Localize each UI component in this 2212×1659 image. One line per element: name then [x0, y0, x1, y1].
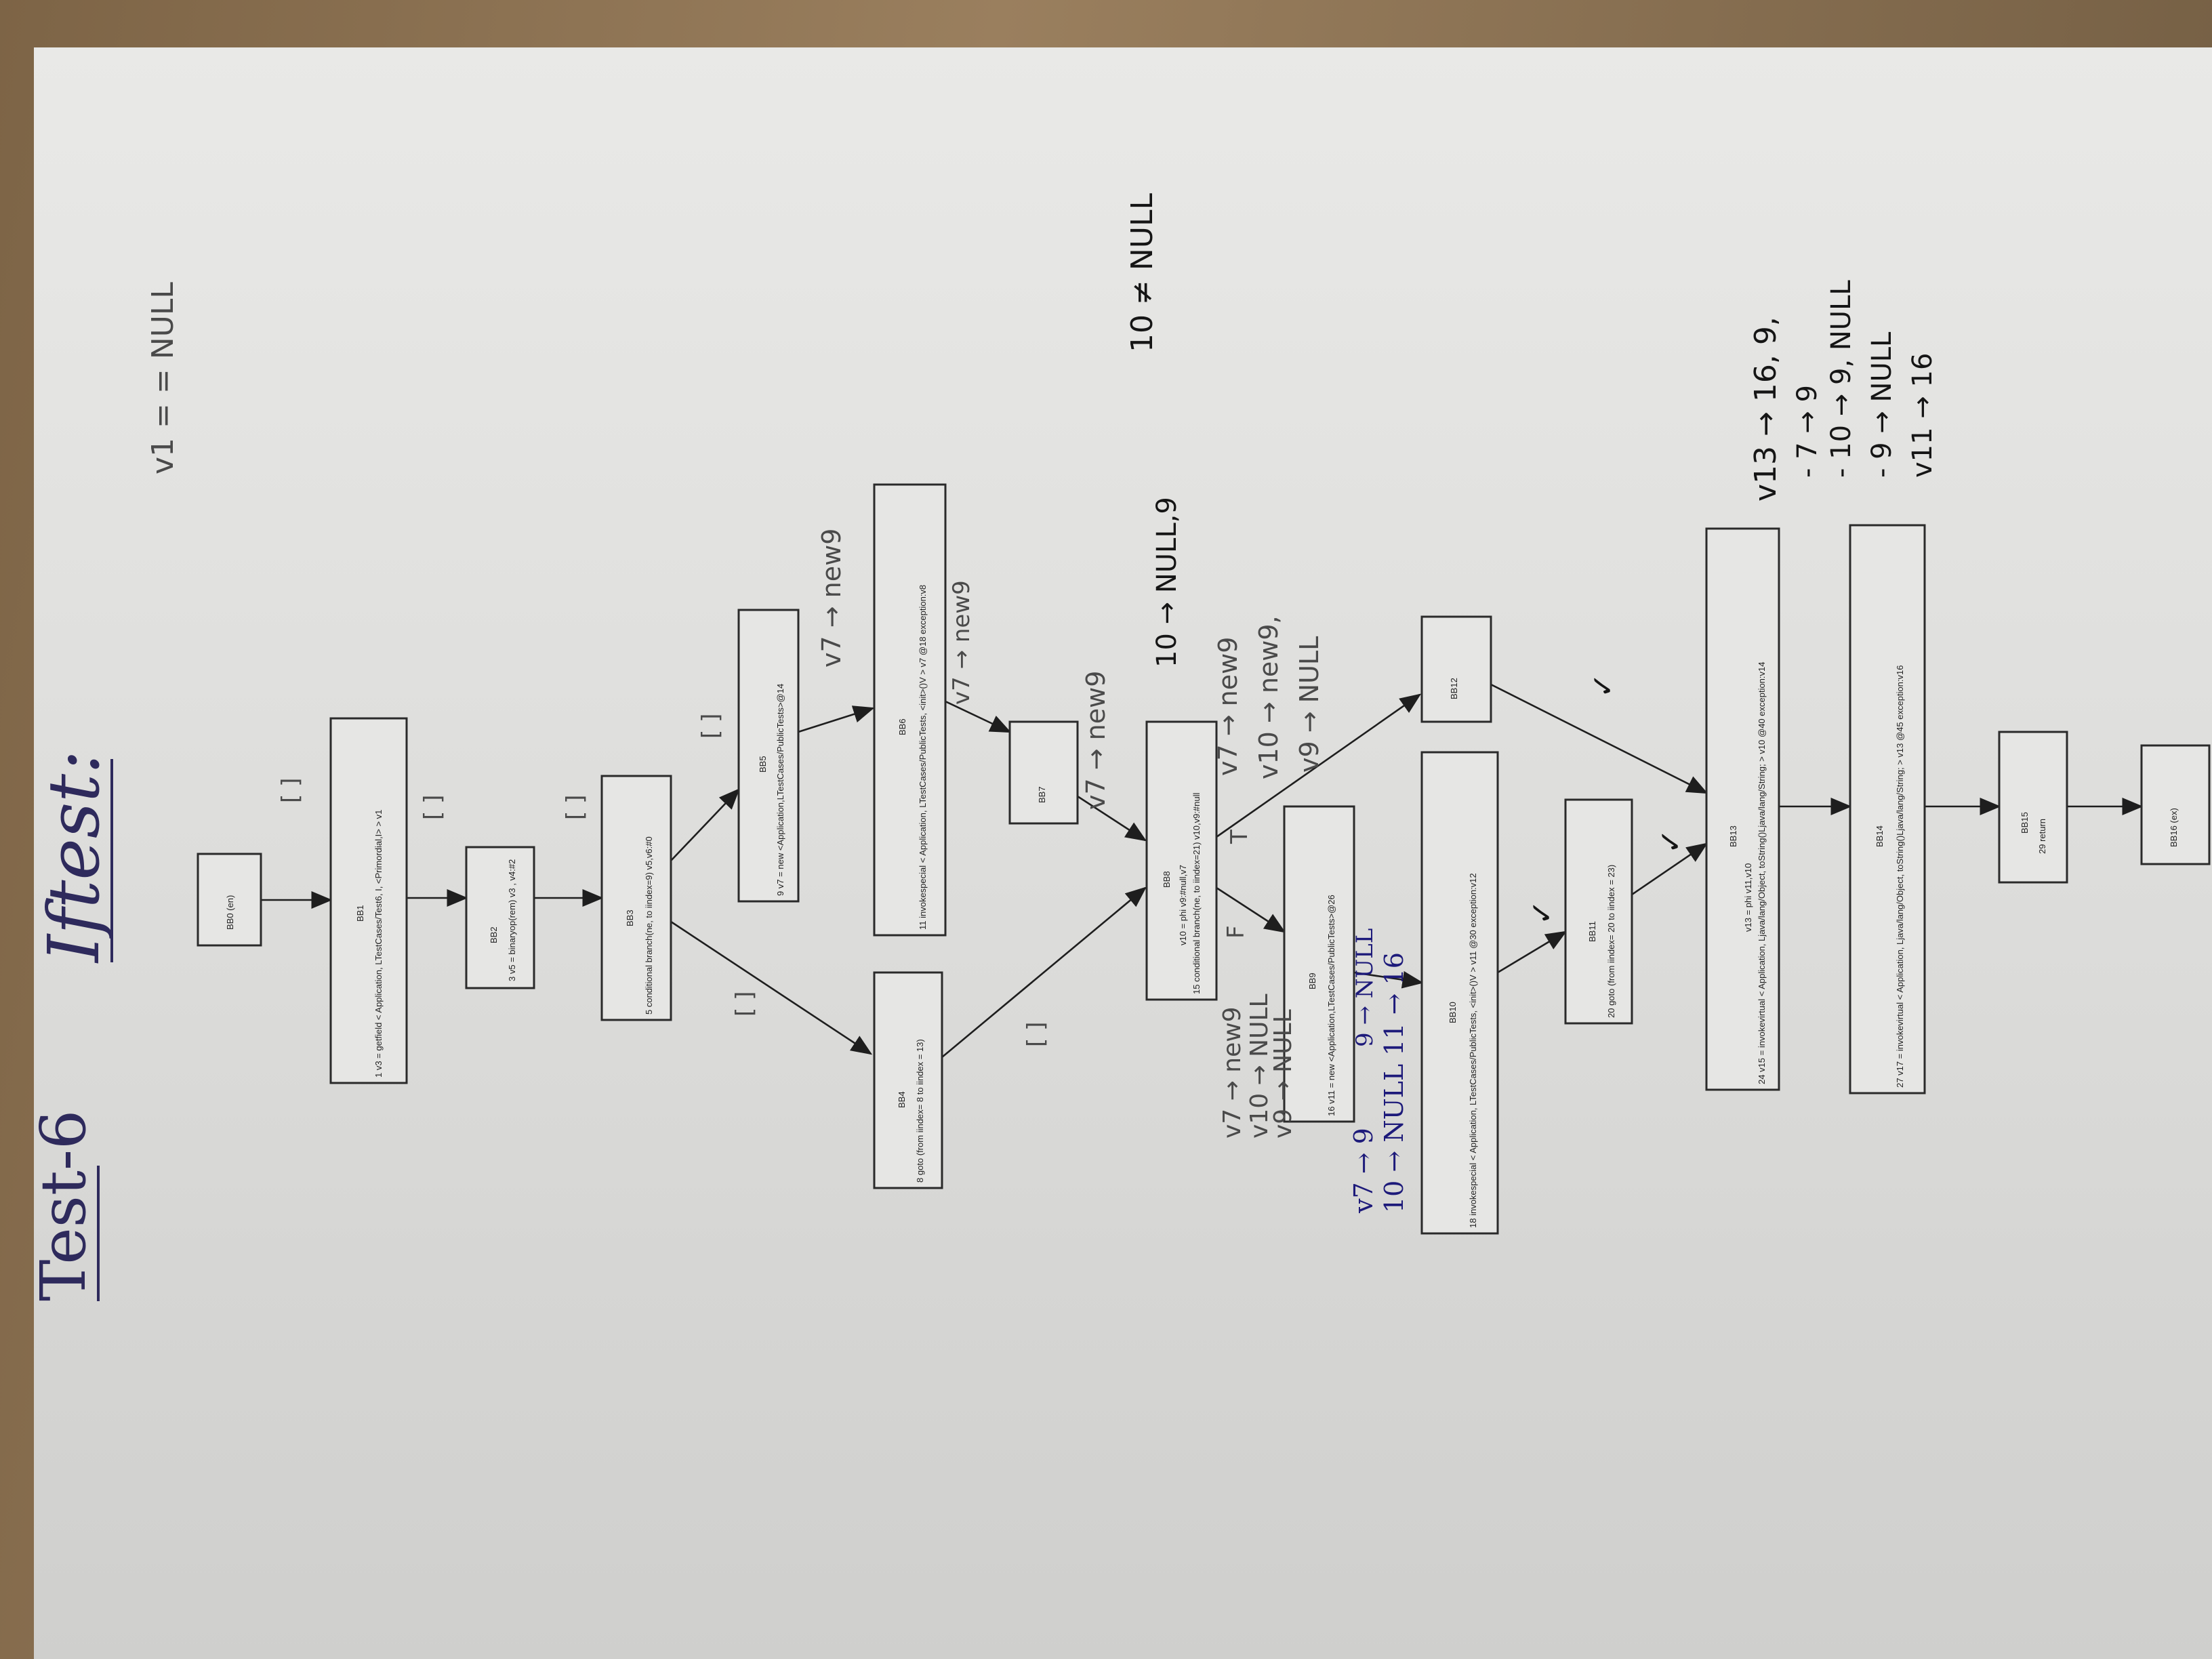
node-bb12: BB12: [1420, 615, 1492, 723]
svg-text:BB7: BB7: [1037, 786, 1047, 803]
annotation-bb6-out: v7 → new9: [948, 580, 975, 705]
node-bb9: BB9 16 v11 = new <Application,LTestCases…: [1283, 805, 1355, 1123]
node-bb3: BB3 5 conditional branch(ne, to iindex=9…: [600, 775, 672, 1021]
svg-text:18 invokespecial < Applicatio: 18 invokespecial < Application, LTestCas…: [1468, 873, 1478, 1228]
svg-text:29 return: 29 return: [2037, 819, 2047, 854]
svg-text:v13 = phi v11,v10: v13 = phi v11,v10: [1743, 863, 1753, 932]
edge-bb12-bb13: [1490, 683, 1708, 794]
edge-bb10-bb11: [1497, 930, 1568, 974]
annotation-check-bb12: ✓: [1586, 673, 1620, 698]
edge-bb5-bb6: [798, 705, 875, 733]
annotation-empty-set-2: [ ]: [419, 795, 447, 820]
svg-text:1 v3 = getfield < Application: 1 v3 = getfield < Application, LTestCase…: [373, 810, 384, 1078]
svg-text:BB4: BB4: [897, 1091, 907, 1108]
annotation-bb13-b: - 7 → 9: [1792, 385, 1823, 478]
edge-bb11-bb13: [1631, 842, 1708, 896]
annotation-check-bb13: ✓: [1654, 829, 1688, 854]
node-bb5: BB5 9 v7 = new <Application,LTestCases/P…: [737, 609, 800, 903]
svg-text:BB3: BB3: [625, 909, 635, 926]
edge-bb8-bb9: [1216, 886, 1286, 933]
svg-text:27 v17 = invokevirtual < Appl: 27 v17 = invokevirtual < Application, Lj…: [1895, 665, 1905, 1088]
annotation-bb13-a: v13 → 16, 9,: [1748, 316, 1783, 501]
annotation-empty-set-1: [ ]: [277, 778, 304, 803]
edge-bb3-bb4: [670, 920, 873, 1055]
node-bb0: BB0 (en): [197, 853, 262, 947]
svg-text:11 invokespecial < Applicatio: 11 invokespecial < Application, LTestCas…: [918, 585, 928, 930]
node-bb7: BB7: [1008, 720, 1079, 825]
svg-text:BB5: BB5: [758, 756, 768, 773]
annotation-bb8-c3: v9 → NULL: [1294, 636, 1324, 773]
annotation-bb9-a1: v7 → new9: [1218, 1006, 1246, 1139]
annotation-empty-set-4: [ ]: [697, 714, 724, 739]
edge-bb4-bb8: [941, 886, 1147, 1058]
node-bb14: BB14 27 v17 = invokevirtual < Applicatio…: [1849, 524, 1926, 1094]
node-bb1: BB1 1 v3 = getfield < Application, LTest…: [329, 717, 408, 1084]
svg-text:BB6: BB6: [897, 718, 907, 735]
svg-text:8 goto (from iindex= 8 to iin: 8 goto (from iindex= 8 to iindex = 13): [915, 1039, 925, 1183]
svg-text:BB9: BB9: [1307, 972, 1317, 989]
node-bb10: BB10 18 invokespecial < Application, LTe…: [1420, 751, 1499, 1235]
svg-text:BB13: BB13: [1728, 825, 1738, 847]
svg-text:BB10: BB10: [1448, 1002, 1458, 1023]
edge-bb9-bb10: [1353, 970, 1424, 989]
annotation-branch-false: F: [1223, 925, 1250, 939]
handwritten-title: Test-6: [27, 1110, 100, 1301]
annotation-bb9-a3: v9 → NULL: [1269, 1009, 1297, 1139]
svg-text:BB15: BB15: [2020, 812, 2030, 834]
annotation-bb9-a2: v10 → NULL: [1246, 994, 1273, 1139]
svg-text:9 v7 = new <Application,LTest: 9 v7 = new <Application,LTestCases/Publi…: [775, 684, 785, 896]
node-bb11: BB11 20 goto (from iindex= 20 to iindex …: [1564, 798, 1633, 1025]
svg-text:20 goto (from iindex= 20 to i: 20 goto (from iindex= 20 to iindex = 23): [1606, 865, 1616, 1018]
annotation-bb7-out: v7 → new9: [1081, 671, 1111, 810]
node-bb2: BB2 3 v5 = binaryop(rem) v3 , v4:#2: [465, 846, 535, 989]
node-bb4: BB4 8 goto (from iindex= 8 to iindex = 1…: [873, 971, 943, 1189]
svg-text:15 conditional branch(ne, to: 15 conditional branch(ne, to iindex=21) …: [1191, 792, 1202, 994]
svg-text:BB0 (en): BB0 (en): [225, 895, 235, 930]
edge-bb8-bb12: [1216, 693, 1422, 838]
annotation-empty-set-5: [ ]: [731, 991, 758, 1017]
annotation-bb8-c1: v7 → new9: [1213, 637, 1243, 776]
svg-text:BB16 (ex): BB16 (ex): [2169, 808, 2179, 847]
annotation-v1-null: v1 = = NULL: [146, 282, 180, 474]
svg-text:16 v11 = new <Application,LTe: 16 v11 = new <Application,LTestCases/Pub…: [1326, 895, 1336, 1116]
svg-text:v10 = phi v9:#null,v7: v10 = phi v9:#null,v7: [1178, 865, 1188, 945]
annotation-empty-set-3: [ ]: [562, 795, 589, 820]
svg-text:24 v15 = invokevirtual < Appl: 24 v15 = invokevirtual < Application, Lj…: [1757, 662, 1767, 1085]
handwritten-subtitle: Iftest:: [33, 750, 115, 964]
svg-text:BB2: BB2: [489, 926, 499, 943]
svg-text:BB12: BB12: [1449, 678, 1459, 699]
svg-text:BB1: BB1: [355, 905, 365, 922]
node-bb16: BB16 (ex): [2140, 744, 2211, 865]
edge-bb3-bb5: [670, 788, 740, 861]
annotation-bb8-c2: v10 → new9,: [1254, 615, 1284, 779]
annotation-empty-set-6: [ ]: [1023, 1022, 1050, 1047]
svg-text:BB14: BB14: [1875, 825, 1885, 847]
annotation-check-bb11: ✓: [1525, 900, 1559, 925]
annotation-bb8-b: 10 ≠ NULL: [1125, 193, 1160, 352]
svg-text:3 v5 = binaryop(rem) v3 , v4:: 3 v5 = binaryop(rem) v3 , v4:#2: [507, 859, 517, 981]
annotation-branch-true: T: [1226, 830, 1253, 844]
annotation-bb9-b3: 10 → NULL 11 → 16: [1379, 952, 1409, 1213]
annotation-bb9-b1: v7 → 9: [1349, 1128, 1378, 1214]
annotation-bb13-e: v11 → 16: [1907, 353, 1938, 478]
annotation-bb5-out: v7 → new9: [817, 529, 846, 668]
svg-text:BB8: BB8: [1162, 871, 1172, 888]
node-bb6: BB6 11 invokespecial < Application, LTes…: [873, 483, 947, 937]
node-bb15: BB15 29 return: [1998, 731, 2068, 884]
annotation-bb13-d: - 9 → NULL: [1866, 331, 1898, 478]
node-bb8: BB8 v10 = phi v9:#null,v7 15 conditional…: [1145, 720, 1218, 1001]
svg-text:5 conditional branch(ne, to i: 5 conditional branch(ne, to iindex=9) v5…: [644, 836, 654, 1015]
edge-bb7-bb8: [1077, 795, 1147, 842]
node-bb13: BB13 v13 = phi v11,v10 24 v15 = invokevi…: [1705, 527, 1780, 1091]
svg-text:BB11: BB11: [1587, 921, 1597, 942]
edge-bb6-bb7: [945, 700, 1012, 733]
annotation-bb8-a: 10 → NULL,9: [1151, 497, 1183, 668]
annotation-bb13-c: - 10 → 9, NULL: [1826, 280, 1857, 478]
annotation-bb9-b2: 9 → NULL: [1351, 928, 1378, 1047]
